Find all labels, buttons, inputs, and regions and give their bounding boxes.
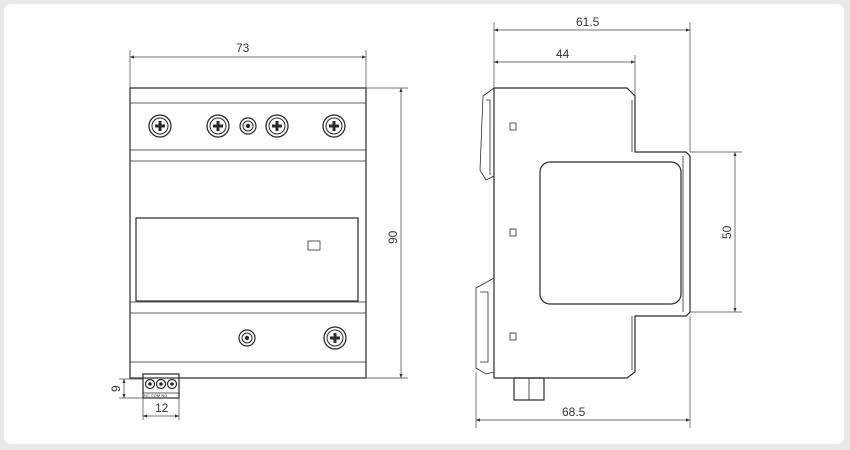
terminal-labels: NC COM NO bbox=[144, 393, 167, 398]
terminal-pitch-dimension-label: 12 bbox=[155, 401, 169, 415]
screw-icon bbox=[148, 114, 172, 138]
front-view: NC COM NO 73 90 12 9 bbox=[109, 41, 408, 420]
overall-depth-dimension-label: 61.5 bbox=[576, 15, 600, 29]
status-indicator bbox=[307, 240, 321, 251]
signal-terminal-block bbox=[142, 373, 180, 399]
side-view: 61.5 44 50 68.5 bbox=[475, 15, 742, 428]
din-clip-top bbox=[479, 87, 495, 181]
base-depth-dimension-label: 68.5 bbox=[562, 405, 586, 419]
drawing-frame: NC COM NO 73 90 12 9 bbox=[4, 4, 844, 444]
inner-depth-dimension-label: 44 bbox=[556, 47, 570, 61]
din-clip-bottom bbox=[475, 277, 495, 375]
small-screw-icon bbox=[239, 117, 257, 135]
technical-drawing: NC COM NO 73 90 12 9 bbox=[109, 15, 742, 428]
screw-icon bbox=[323, 326, 347, 350]
window-height-dimension-label: 50 bbox=[720, 225, 734, 239]
screw-icon bbox=[206, 114, 230, 138]
width-dimension-label: 73 bbox=[236, 41, 250, 55]
front-label-window bbox=[135, 217, 359, 302]
screw-icon bbox=[265, 114, 289, 138]
screw-icon bbox=[322, 114, 346, 138]
latch-marker bbox=[509, 332, 517, 341]
front-housing bbox=[129, 87, 367, 379]
din-clip-top-inner bbox=[486, 99, 491, 175]
latch-marker bbox=[509, 122, 517, 131]
side-housing bbox=[493, 87, 691, 379]
din-clip-bottom-inner bbox=[480, 291, 489, 363]
latch-marker bbox=[509, 228, 517, 237]
small-screw-icon bbox=[238, 329, 256, 347]
height-dimension-label: 90 bbox=[386, 230, 400, 244]
side-window bbox=[539, 161, 682, 305]
terminal-height-dimension-label: 9 bbox=[109, 385, 123, 392]
